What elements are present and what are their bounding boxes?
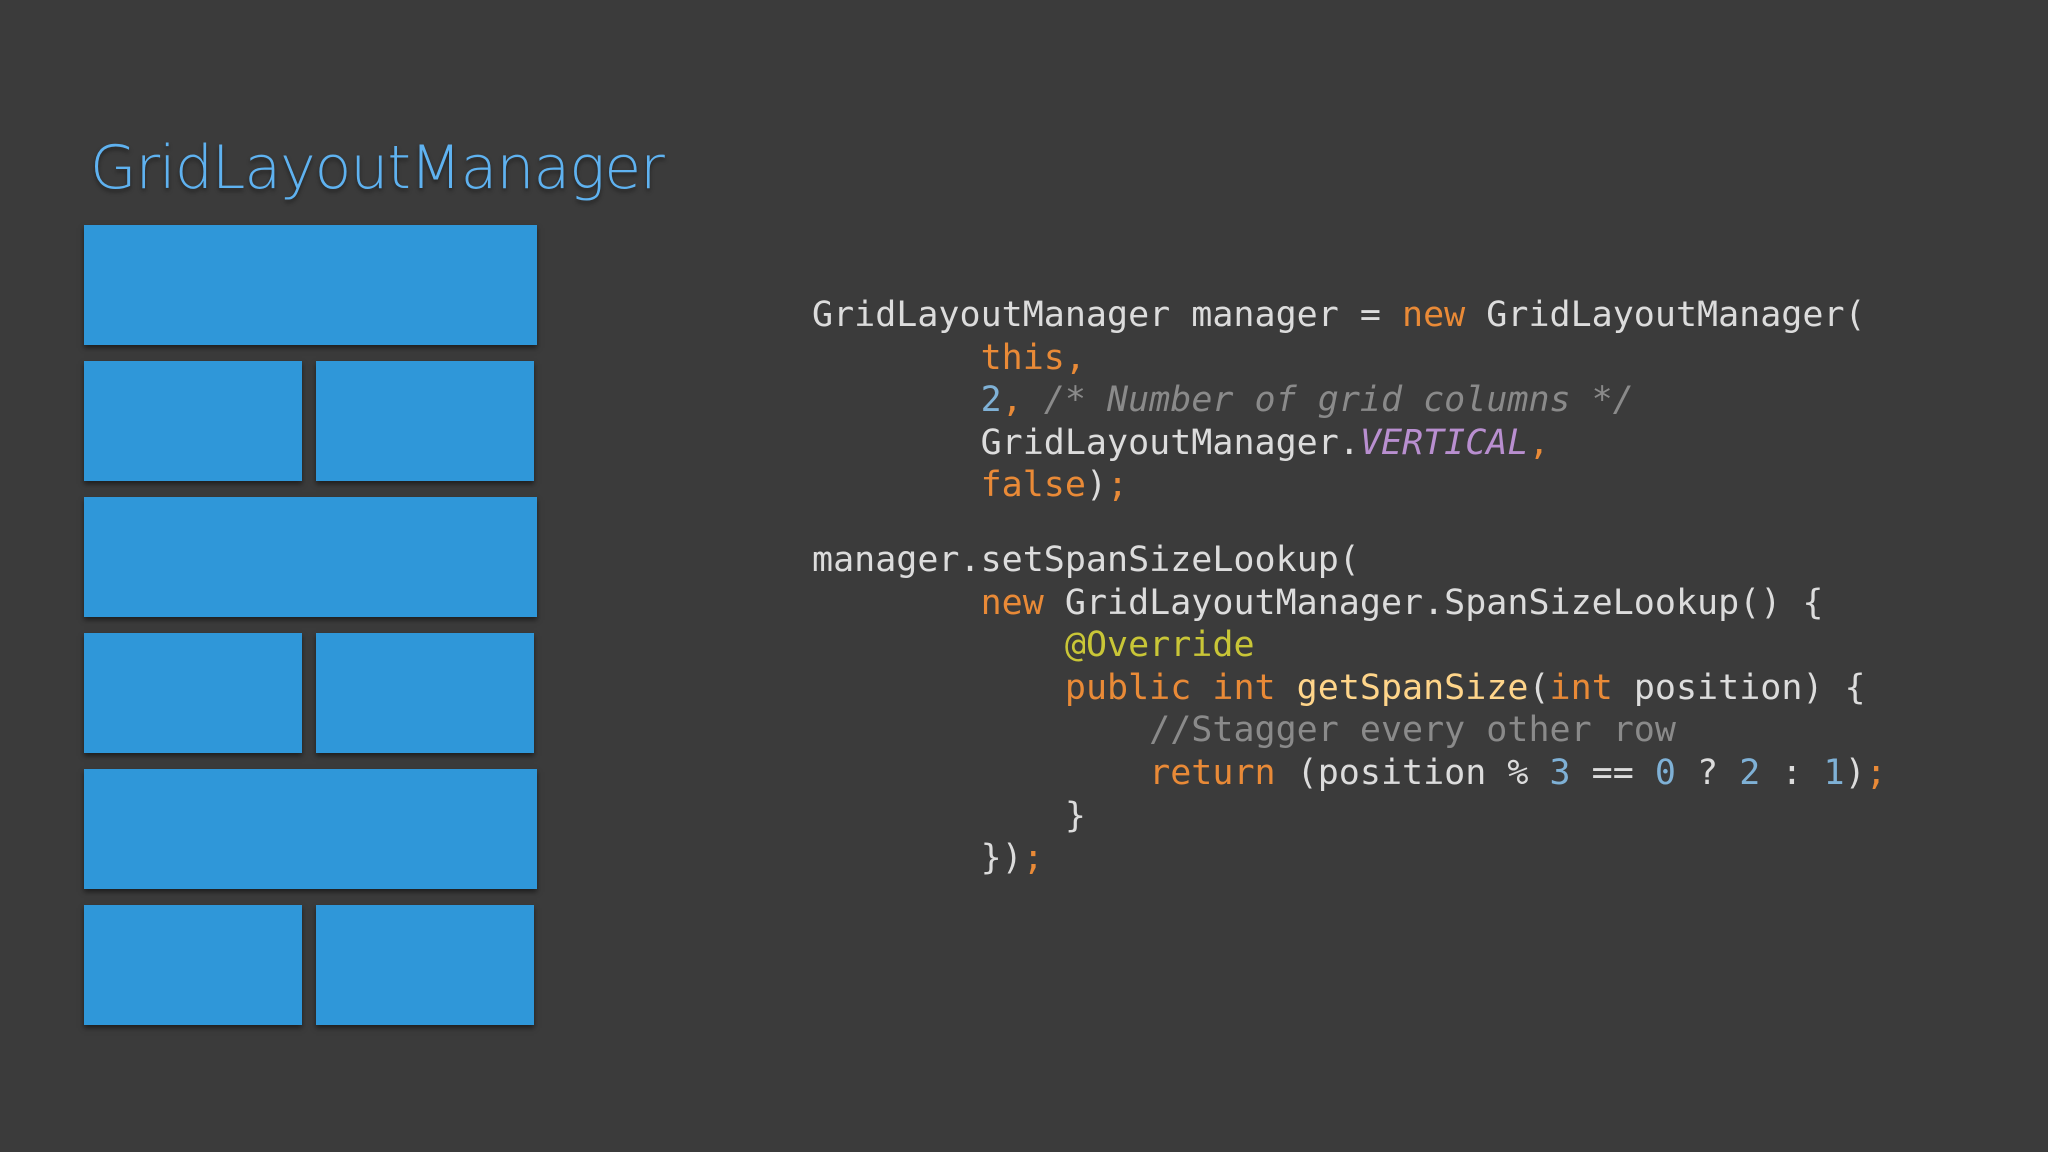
code-token: int bbox=[1549, 667, 1613, 708]
code-token: false bbox=[980, 465, 1086, 506]
code-token: GridLayoutManager manager = bbox=[812, 295, 1403, 335]
code-line: } bbox=[812, 795, 1887, 838]
code-line: return (position % 3 == 0 ? 2 : 1); bbox=[812, 752, 1887, 795]
code-token: new bbox=[980, 582, 1044, 623]
code-token: } bbox=[1064, 795, 1086, 836]
code-token: return bbox=[1149, 752, 1276, 793]
code-token: manager.setSpanSizeLookup( bbox=[812, 539, 1360, 580]
half-width-tile bbox=[84, 905, 302, 1025]
code-token: ; bbox=[1107, 465, 1129, 506]
full-width-tile bbox=[84, 497, 537, 617]
code-token: this, bbox=[980, 337, 1086, 378]
code-token: /* Number of grid columns */ bbox=[1043, 380, 1634, 421]
code-line: @Override bbox=[812, 624, 1887, 667]
full-width-tile bbox=[84, 769, 537, 889]
code-token: (position % bbox=[1275, 752, 1550, 793]
half-width-tile bbox=[316, 633, 534, 753]
code-token: VERTICAL bbox=[1359, 422, 1529, 463]
half-width-tile bbox=[316, 905, 534, 1025]
code-token: getSpanSize bbox=[1296, 667, 1529, 708]
code-token: ; bbox=[1022, 838, 1044, 879]
code-token: , bbox=[1001, 380, 1044, 421]
code-token: == bbox=[1570, 752, 1655, 793]
code-token: //Stagger every other row bbox=[1149, 710, 1676, 751]
code-token: : bbox=[1760, 752, 1824, 793]
code-line: GridLayoutManager manager = new GridLayo… bbox=[812, 294, 1887, 337]
code-token: 0 bbox=[1654, 752, 1676, 793]
code-token: ( bbox=[1528, 667, 1550, 708]
code-line: public int getSpanSize(int position) { bbox=[812, 667, 1887, 710]
full-width-tile bbox=[84, 225, 537, 345]
code-line: new GridLayoutManager.SpanSizeLookup() { bbox=[812, 582, 1887, 625]
code-line: this, bbox=[812, 337, 1887, 380]
code-line: manager.setSpanSizeLookup( bbox=[812, 539, 1887, 582]
code-token: 2 bbox=[980, 380, 1002, 421]
code-token: ? bbox=[1675, 752, 1740, 793]
code-sample: GridLayoutManager manager = new GridLayo… bbox=[812, 294, 1887, 880]
half-width-tile bbox=[316, 361, 534, 481]
code-token: ) bbox=[1844, 752, 1866, 793]
code-line: 2, /* Number of grid columns */ bbox=[812, 379, 1887, 422]
code-token: ) bbox=[1085, 465, 1108, 506]
code-line: //Stagger every other row bbox=[812, 709, 1887, 752]
code-token: }) bbox=[980, 838, 1023, 879]
code-token: public int bbox=[1064, 667, 1297, 708]
grid-layout-illustration bbox=[84, 225, 538, 1029]
code-token: ; bbox=[1865, 752, 1887, 793]
code-token: new bbox=[1402, 295, 1466, 335]
code-token: , bbox=[1528, 422, 1550, 463]
code-token: 1 bbox=[1823, 752, 1845, 793]
code-token: @Override bbox=[1064, 625, 1255, 666]
code-spacer bbox=[812, 507, 1887, 539]
code-line: }); bbox=[812, 837, 1887, 880]
code-line: false); bbox=[812, 464, 1887, 507]
code-line: GridLayoutManager.VERTICAL, bbox=[812, 422, 1887, 465]
code-token: GridLayoutManager.SpanSizeLookup() { bbox=[1043, 582, 1824, 623]
code-token: 2 bbox=[1739, 752, 1761, 793]
code-token: GridLayoutManager. bbox=[980, 422, 1360, 463]
code-token: GridLayoutManager( bbox=[1465, 295, 1866, 335]
code-token: 3 bbox=[1549, 752, 1571, 793]
half-width-tile bbox=[84, 633, 302, 753]
half-width-tile bbox=[84, 361, 302, 481]
code-token: position) { bbox=[1612, 667, 1866, 708]
slide-title: GridLayoutManager bbox=[90, 133, 665, 203]
